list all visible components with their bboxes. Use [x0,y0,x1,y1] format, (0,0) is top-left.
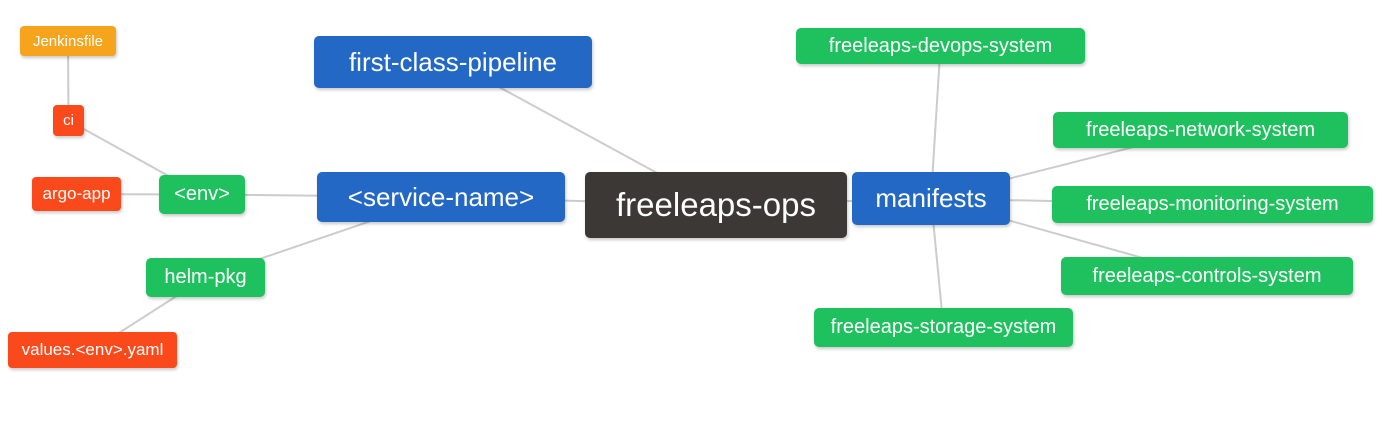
node-label: helm-pkg [164,266,247,288]
node-freeleaps-devops-system[interactable]: freeleaps-devops-system [796,28,1085,64]
node-label: freeleaps-storage-system [830,316,1057,338]
node-freeleaps-monitoring-system[interactable]: freeleaps-monitoring-system [1052,186,1373,223]
node-label: <env> [174,183,230,205]
node-values-env-yaml[interactable]: values.<env>.yaml [8,332,177,368]
node-argo-app[interactable]: argo-app [32,177,121,211]
node-label: <service-name> [347,181,535,212]
node-freeleaps-controls-system[interactable]: freeleaps-controls-system [1061,257,1353,295]
node-label: freeleaps-network-system [1086,118,1315,141]
node-label: manifests [875,183,987,213]
node-label: freeleaps-devops-system [828,34,1053,57]
node-freeleaps-ops-root[interactable]: freeleaps-ops [585,172,847,238]
node-first-class-pipeline[interactable]: first-class-pipeline [314,36,592,88]
node-manifests[interactable]: manifests [852,172,1010,225]
node-label: first-class-pipeline [348,46,558,77]
node-helm-pkg[interactable]: helm-pkg [146,258,265,297]
node-freeleaps-storage-system[interactable]: freeleaps-storage-system [814,308,1073,347]
node-label: Jenkinsfile [32,32,104,50]
node-label: freeleaps-controls-system [1092,264,1322,287]
node-label: ci [63,112,74,129]
node-label: values.<env>.yaml [21,340,164,359]
node-jenkinsfile[interactable]: Jenkinsfile [20,26,116,56]
node-service-name[interactable]: <service-name> [317,172,565,222]
node-label: argo-app [42,184,111,203]
node-label: freeleaps-ops [616,186,816,223]
node-freeleaps-network-system[interactable]: freeleaps-network-system [1053,112,1348,148]
node-ci[interactable]: ci [53,105,84,136]
node-env[interactable]: <env> [159,175,245,214]
node-label: freeleaps-monitoring-system [1086,193,1339,215]
